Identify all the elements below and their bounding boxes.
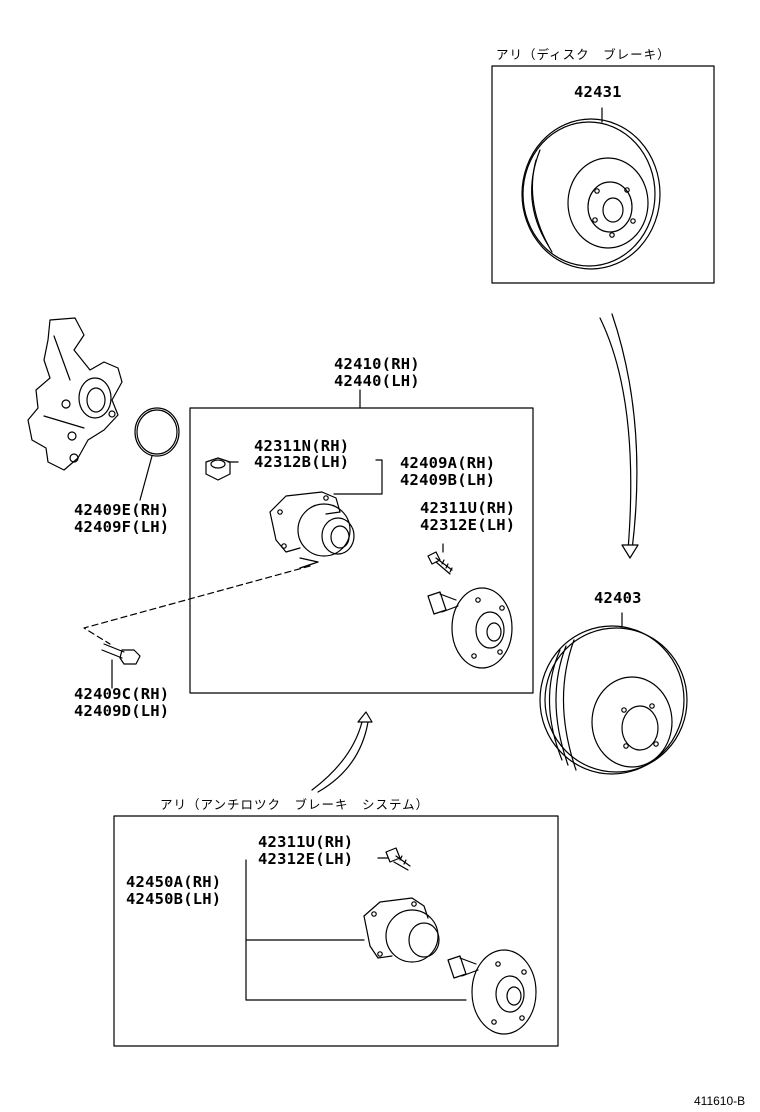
illustration-ref-number: 411610-B (694, 1094, 746, 1108)
part-label-abs-hub-lh: 42450B(LH) (126, 890, 222, 908)
part-label-o-ring-rh: 42409E(RH) (74, 501, 170, 519)
abs-caption: アリ（アンチロツク ブレーキ システム） (160, 797, 430, 812)
hub-bolt-icon (427, 543, 453, 575)
part-label-o-ring-lh: 42409F(LH) (74, 518, 170, 536)
disc-brake-frame (491, 65, 715, 284)
part-label-nut-lh: 42312B(LH) (254, 453, 350, 471)
part-label-bearing-lh: 42409B(LH) (400, 471, 496, 489)
hub-assy-frame (189, 407, 534, 694)
part-label-brake-drum: 42403 (594, 589, 642, 607)
part-label-abs-hub-rh: 42450A(RH) (126, 873, 222, 891)
disc-brake-caption: アリ（ディスク ブレーキ） (496, 47, 671, 62)
part-label-bolt-lh: 42409D(LH) (74, 702, 170, 720)
part-label-hub-bolt-lh: 42312E(LH) (420, 516, 516, 534)
part-label-hub-assy-lh: 42440(LH) (334, 372, 420, 390)
part-label-bolt-rh: 42409C(RH) (74, 685, 170, 703)
arrow-icon (311, 711, 373, 793)
bearing-housing-icon (269, 491, 355, 557)
abs-frame (113, 815, 559, 1047)
hub-bolt-icon (385, 847, 411, 871)
part-label-abs-bolt-lh: 42312E(LH) (258, 850, 354, 868)
hub-nut-icon (205, 457, 231, 481)
brake-drum-icon (539, 612, 688, 775)
part-label-hub-assy-rh: 42410(RH) (334, 355, 420, 373)
bearing-housing-icon (363, 897, 440, 963)
part-label-bearing-rh: 42409A(RH) (400, 454, 496, 472)
part-label-nut-rh: 42311N(RH) (254, 437, 350, 455)
part-label-hub-bolt-rh: 42311U(RH) (420, 499, 516, 517)
axle-hub-icon (447, 949, 537, 1035)
arrow-icon (599, 313, 639, 559)
axle-hub-icon (427, 587, 513, 669)
part-label-abs-bolt-rh: 42311U(RH) (258, 833, 354, 851)
flange-bolt-icon (101, 643, 141, 689)
part-label-disc-rotor: 42431 (574, 83, 622, 101)
knuckle-icon (27, 317, 123, 471)
o-ring-icon (134, 407, 180, 501)
disc-rotor-icon (521, 107, 661, 270)
